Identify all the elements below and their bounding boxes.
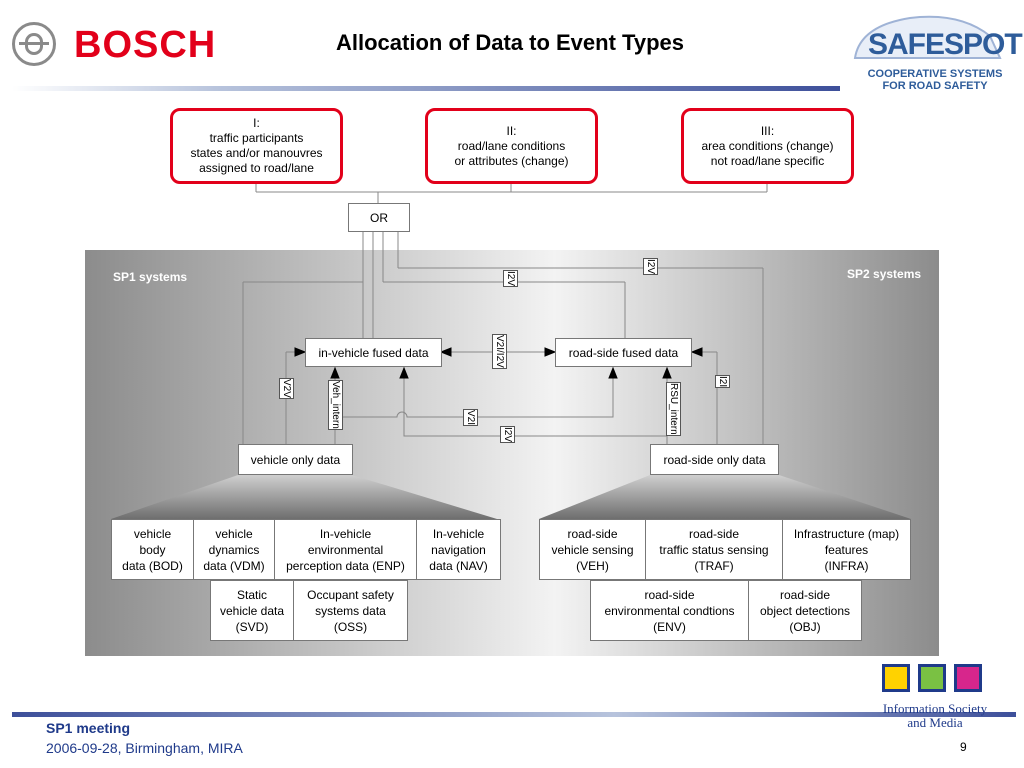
ism-square-wave-icon: [918, 664, 946, 692]
cell-line: vehicle data: [219, 603, 285, 618]
event-type-2-line-3: or attributes (change): [454, 153, 569, 168]
sp2-label: SP2 systems: [847, 267, 922, 281]
cell-line: (TRAF): [694, 558, 734, 573]
cell-line: Infrastructure (map): [793, 526, 900, 541]
information-society-logo: Information Society and Media: [866, 664, 1004, 734]
edge-label-veh-intern: Veh_intern: [328, 380, 343, 430]
safespot-tagline-line-1: COOPERATIVE SYSTEMS: [867, 68, 1003, 80]
event-type-1-line-1: I:: [253, 116, 260, 130]
event-type-3-line-2: area conditions (change): [701, 138, 834, 153]
edge-label-i2v-mid: I2V: [503, 270, 518, 288]
sp2-cell-obj: road-side object detections (OBJ): [748, 580, 862, 641]
cell-line: (SVD): [235, 619, 269, 634]
cell-line: road-side: [688, 526, 740, 541]
cell-line: In-vehicle: [432, 526, 485, 541]
bosch-logo: BOSCH: [12, 22, 227, 68]
event-type-1-line-2: traffic participants: [209, 131, 304, 145]
cell-line: vehicle: [133, 526, 172, 541]
road-side-fused-node: road-side fused data: [555, 338, 692, 367]
edge-label-rsu-intern: RSU_intern: [666, 382, 681, 436]
ism-square-lines-icon: [954, 664, 982, 692]
cell-line: road-side: [644, 587, 695, 602]
event-type-1-line-4: assigned to road/lane: [199, 161, 314, 175]
cell-line: body: [139, 542, 166, 557]
cell-line: (OSS): [333, 619, 368, 634]
bosch-logo-text: BOSCH: [74, 24, 217, 66]
safespot-logo: SAFESPOT COOPERATIVE SYSTEMS FOR ROAD SA…: [840, 6, 1023, 96]
ism-logo-line-1: Information Society: [882, 701, 988, 716]
or-node: OR: [348, 203, 410, 232]
edge-label-i2v-low: I2V: [500, 426, 515, 444]
edge-label-v2i: V2I: [463, 409, 478, 427]
safespot-car-icon: [853, 15, 1002, 59]
cell-line: traffic status sensing: [659, 542, 769, 557]
cell-line: (INFRA): [824, 558, 869, 573]
footer-meeting: SP1 meeting: [46, 720, 131, 736]
sp1-cell-bod: vehicle body data (BOD): [111, 519, 194, 580]
sp1-cell-oss: Occupant safety systems data (OSS): [293, 580, 408, 641]
event-type-1-line-3: states and/or manouvres: [190, 146, 323, 160]
sp2-cell-traf: road-side traffic status sensing (TRAF): [645, 519, 783, 580]
sp1-cell-enp: In-vehicle environmental perception data…: [274, 519, 417, 580]
sp1-cell-vdm: vehicle dynamics data (VDM): [193, 519, 275, 580]
event-type-2-box: II: road/lane conditions or attributes (…: [425, 108, 598, 184]
safespot-tagline: COOPERATIVE SYSTEMS FOR ROAD SAFETY: [860, 68, 1010, 92]
ism-square-arrow-icon: [882, 664, 910, 692]
event-type-3-box: III: area conditions (change) not road/l…: [681, 108, 854, 184]
edge-label-i2v-top: I2V: [643, 258, 658, 276]
safespot-tagline-line-2: FOR ROAD SAFETY: [882, 80, 988, 92]
bosch-armature-icon: [12, 22, 56, 66]
cell-line: data (NAV): [429, 558, 488, 573]
road-side-only-node: road-side only data: [650, 444, 779, 475]
cell-line: navigation: [431, 542, 486, 557]
event-type-2-line-1: II:: [506, 123, 517, 138]
edge-label-v2i-i2v: V2I/I2V: [492, 334, 507, 369]
cell-line: Occupant safety: [307, 587, 394, 602]
cell-line: environmental condtions: [604, 603, 735, 618]
cell-line: (ENV): [653, 619, 686, 634]
footer-rule: [12, 712, 1016, 717]
sp2-cell-veh: road-side vehicle sensing (VEH): [539, 519, 646, 580]
cell-line: vehicle: [215, 526, 253, 541]
cell-line: vehicle sensing: [551, 542, 634, 557]
cell-line: perception data (ENP): [286, 558, 405, 573]
cell-line: Static: [236, 587, 267, 602]
sp1-label: SP1 systems: [113, 270, 188, 284]
cell-line: (VEH): [576, 558, 609, 573]
sp1-cell-svd: Static vehicle data (SVD): [210, 580, 294, 641]
event-type-2-line-2: road/lane conditions: [457, 138, 566, 153]
vehicle-only-node: vehicle only data: [238, 444, 353, 475]
cell-line: (OBJ): [789, 619, 821, 634]
edge-label-i2i: I2I: [715, 375, 730, 389]
cell-line: object detections: [759, 603, 851, 618]
cell-line: data (VDM): [203, 558, 265, 573]
cell-line: In-vehicle: [319, 526, 372, 541]
event-type-1-box: I: traffic participants states and/or ma…: [170, 108, 343, 184]
page-number: 9: [960, 740, 967, 754]
ism-logo-text: Information Society and Media: [866, 702, 1004, 730]
edge-label-v2v: V2V: [279, 378, 294, 399]
event-type-3-line-1: III:: [760, 123, 775, 138]
sp2-cell-env: road-side environmental condtions (ENV): [590, 580, 749, 641]
event-type-3-line-3: not road/lane specific: [710, 153, 825, 168]
cell-line: road-side: [567, 526, 618, 541]
sp1-cell-nav: In-vehicle navigation data (NAV): [416, 519, 501, 580]
cell-line: data (BOD): [122, 558, 183, 573]
header-rule: [12, 86, 840, 91]
cell-line: environmental: [307, 542, 384, 557]
in-vehicle-fused-node: in-vehicle fused data: [305, 338, 442, 367]
page-title: Allocation of Data to Event Types: [336, 30, 684, 55]
cell-line: features: [824, 542, 869, 557]
sp2-cell-infra: Infrastructure (map) features (INFRA): [782, 519, 911, 580]
safespot-logo-text: SAFESPOT: [868, 28, 1023, 61]
cell-line: road-side: [779, 587, 831, 602]
cell-line: systems data: [315, 603, 386, 618]
cell-line: dynamics: [208, 542, 260, 557]
footer-date-place: 2006-09-28, Birmingham, MIRA: [46, 740, 243, 756]
ism-logo-line-2: and Media: [907, 715, 963, 730]
